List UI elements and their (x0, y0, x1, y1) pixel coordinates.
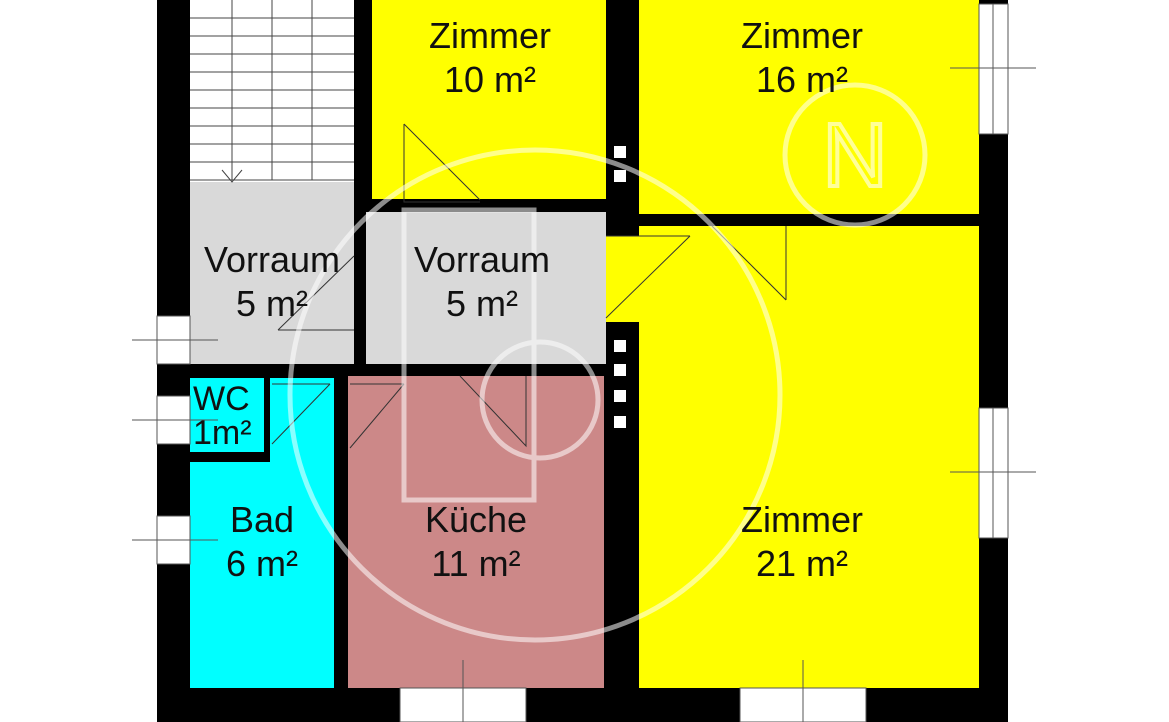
room-area: 11 m² (431, 543, 521, 584)
room-area: 1m² (193, 414, 252, 452)
room-name: WC (193, 380, 250, 418)
room-name: Bad (229, 499, 295, 540)
room-name: Zimmer (741, 15, 863, 56)
room-wc-fill (190, 378, 264, 452)
room-name: Vorraum (203, 239, 341, 280)
watermark-logo (287, 82, 928, 643)
stairs (190, 0, 354, 183)
room-label-bad: Bad 6 m² (190, 498, 334, 586)
room-area: 6 m² (226, 543, 298, 584)
room-name: Zimmer (741, 499, 863, 540)
room-area: 5 m² (236, 283, 308, 324)
room-name: Zimmer (429, 15, 551, 56)
room-label-vorraum-left: Vorraum 5 m² (190, 238, 354, 326)
room-zimmer-21-fill (639, 226, 979, 688)
room-name: Küche (424, 499, 528, 540)
room-label-zimmer-16: Zimmer 16 m² (702, 14, 902, 102)
window-lines (132, 4, 1036, 722)
room-area: 10 m² (443, 59, 537, 100)
room-label-zimmer-10: Zimmer 10 m² (390, 14, 590, 102)
room-label-wc: WC 1m² (193, 382, 273, 450)
room-area: 21 m² (755, 543, 849, 584)
wall-vents (614, 146, 626, 428)
room-name: Vorraum (413, 239, 551, 280)
room-area: 16 m² (755, 59, 849, 100)
room-vorraum-left-fill (190, 182, 354, 364)
room-zimmer-10-fill (372, 0, 606, 199)
room-label-vorraum-center: Vorraum 5 m² (382, 238, 582, 326)
room-bad-fill (190, 462, 334, 688)
bad-upper-fill (270, 378, 334, 468)
room-label-kueche: Küche 11 m² (376, 498, 576, 586)
room-label-zimmer-21: Zimmer 21 m² (702, 498, 902, 586)
hall-link-fill (606, 236, 639, 322)
room-area: 5 m² (446, 283, 518, 324)
room-kueche-fill (348, 376, 604, 688)
N-compass-watermark-icon: N (823, 106, 888, 206)
